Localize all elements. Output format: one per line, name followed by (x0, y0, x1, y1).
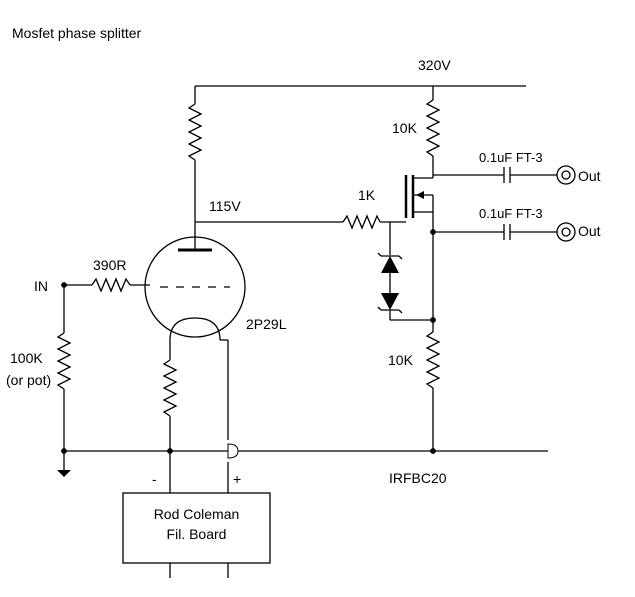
gate-resistor-label: 1K (358, 187, 376, 203)
grid-resistor-label: 390R (93, 257, 127, 273)
filament-plus-label: + (233, 471, 242, 487)
schematic-title: Mosfet phase splitter (12, 25, 142, 41)
source-resistor-label: 10K (388, 352, 413, 368)
input-label: IN (34, 278, 48, 294)
out-bottom-label: Out (578, 223, 601, 239)
zener-diodes (377, 222, 436, 323)
tube-2p29l (144, 236, 246, 341)
filament-board-line1: Rod Coleman (153, 506, 240, 522)
input-resistor (56, 285, 72, 451)
filament-board (122, 492, 271, 564)
source-resistor (425, 320, 441, 451)
cap-top-label: 0.1uF FT-3 (479, 150, 543, 165)
out-top-label: Out (578, 168, 601, 184)
cathode-resistor (162, 340, 178, 451)
input-resistor-label: 100K (10, 350, 43, 366)
tube-label: 2P29L (246, 316, 287, 332)
supply-voltage-label: 320V (418, 57, 451, 73)
mosfet-irfbc20 (404, 175, 434, 218)
output-jack-bottom (556, 222, 576, 242)
gate-resistor (342, 214, 381, 230)
coupling-capacitor-top (503, 167, 511, 183)
input-resistor-note: (or pot) (6, 372, 52, 388)
output-jack-top (556, 165, 576, 185)
drain-resistor-label: 10K (392, 120, 417, 136)
filament-minus-label: - (152, 471, 157, 487)
plate-load-resistor (187, 86, 203, 240)
cap-bottom-label: 0.1uF FT-3 (479, 206, 543, 221)
grid-resistor (91, 277, 131, 293)
mosfet-label: IRFBC20 (389, 470, 447, 486)
coupling-capacitor-bottom (503, 224, 511, 240)
drain-resistor (425, 86, 441, 178)
plate-voltage-label: 115V (209, 198, 241, 214)
filament-board-line2: Fil. Board (166, 526, 227, 542)
ground-symbol (57, 451, 71, 477)
